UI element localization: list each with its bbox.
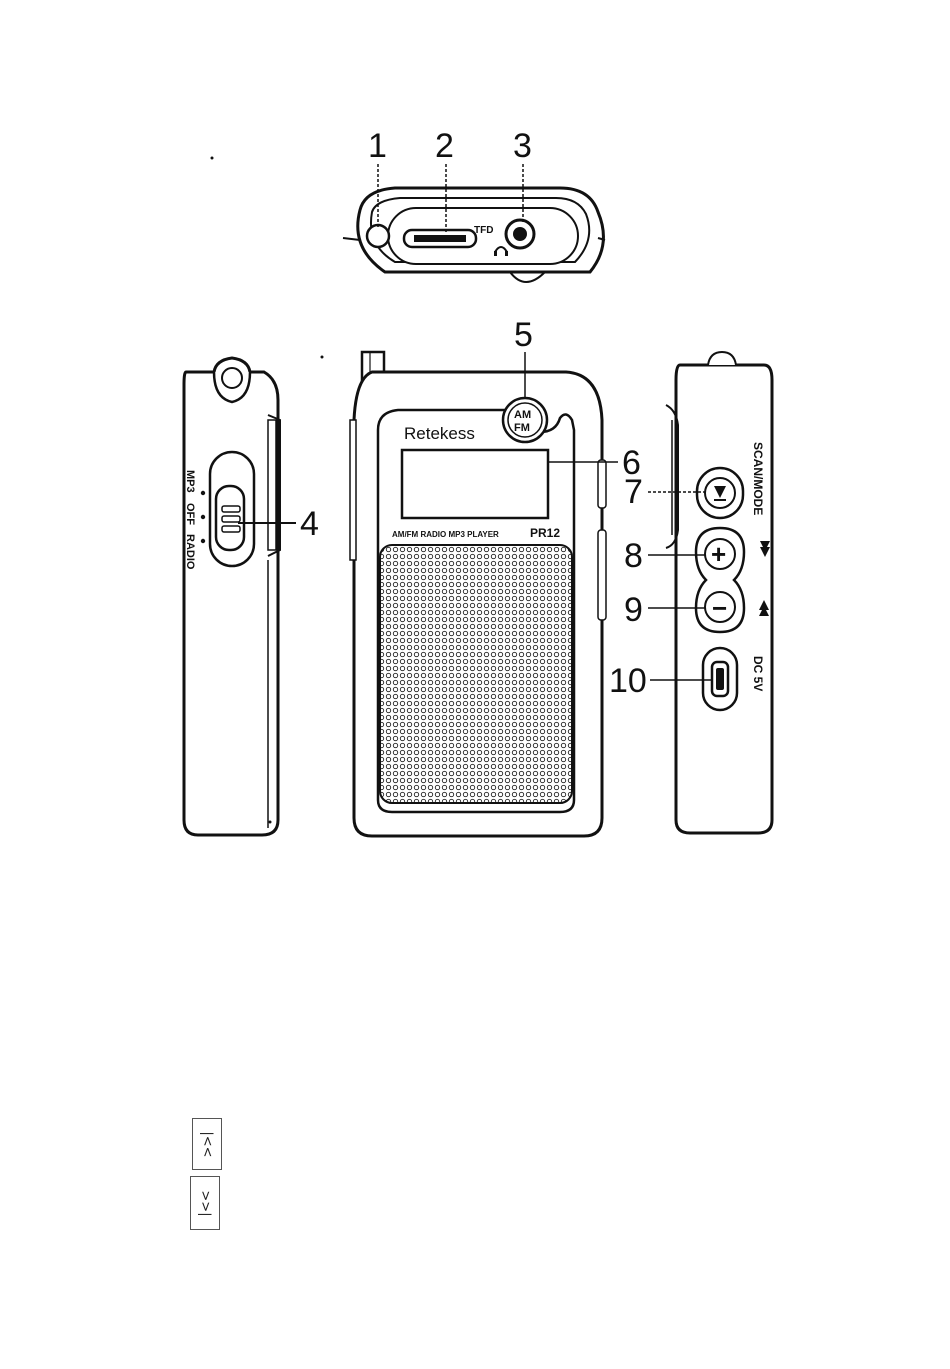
mode-switch-labels: MP3 OFF RADIO (184, 470, 196, 570)
scan-mode-label-group: SCAN/MODE (751, 442, 765, 515)
callout-8: 8 (624, 537, 643, 575)
minus-label: − (712, 593, 727, 623)
lanyard-hole (367, 225, 389, 247)
prev-page-label: |<< (199, 1131, 214, 1157)
tf-label: TFD (474, 225, 493, 236)
callout-10: 10 (609, 662, 647, 700)
callout-1: 1 (368, 127, 387, 165)
callout-3: 3 (513, 127, 532, 165)
switch-label-mp3: MP3 (184, 470, 196, 493)
left-side-view (184, 358, 280, 835)
callout-5: 5 (514, 316, 533, 354)
lcd-display (402, 450, 548, 518)
callout-9: 9 (624, 591, 643, 629)
band-label-am: AM (514, 409, 531, 421)
callout-7: 7 (624, 473, 643, 511)
band-label-fm: FM (514, 422, 530, 434)
switch-label-radio: RADIO (184, 534, 196, 570)
callout-2: 2 (435, 127, 454, 165)
brand-logo-text: Retekess (404, 424, 475, 443)
next-page-button[interactable]: >>| (190, 1176, 220, 1230)
scan-mode-label: SCAN/MODE (751, 442, 765, 515)
switch-label-off: OFF (184, 503, 196, 525)
prev-page-button[interactable]: |<< (192, 1118, 222, 1170)
speaker-grille (380, 545, 572, 803)
model-number: PR12 (530, 526, 560, 540)
model-caption: AM/FM RADIO MP3 PLAYER (392, 530, 499, 539)
dc-label-group: DC 5V (751, 656, 765, 691)
next-page-label: >>| (197, 1190, 212, 1216)
front-view (350, 352, 606, 836)
callout-4: 4 (300, 505, 319, 543)
plus-label: + (711, 539, 726, 569)
dc-label: DC 5V (751, 656, 765, 691)
